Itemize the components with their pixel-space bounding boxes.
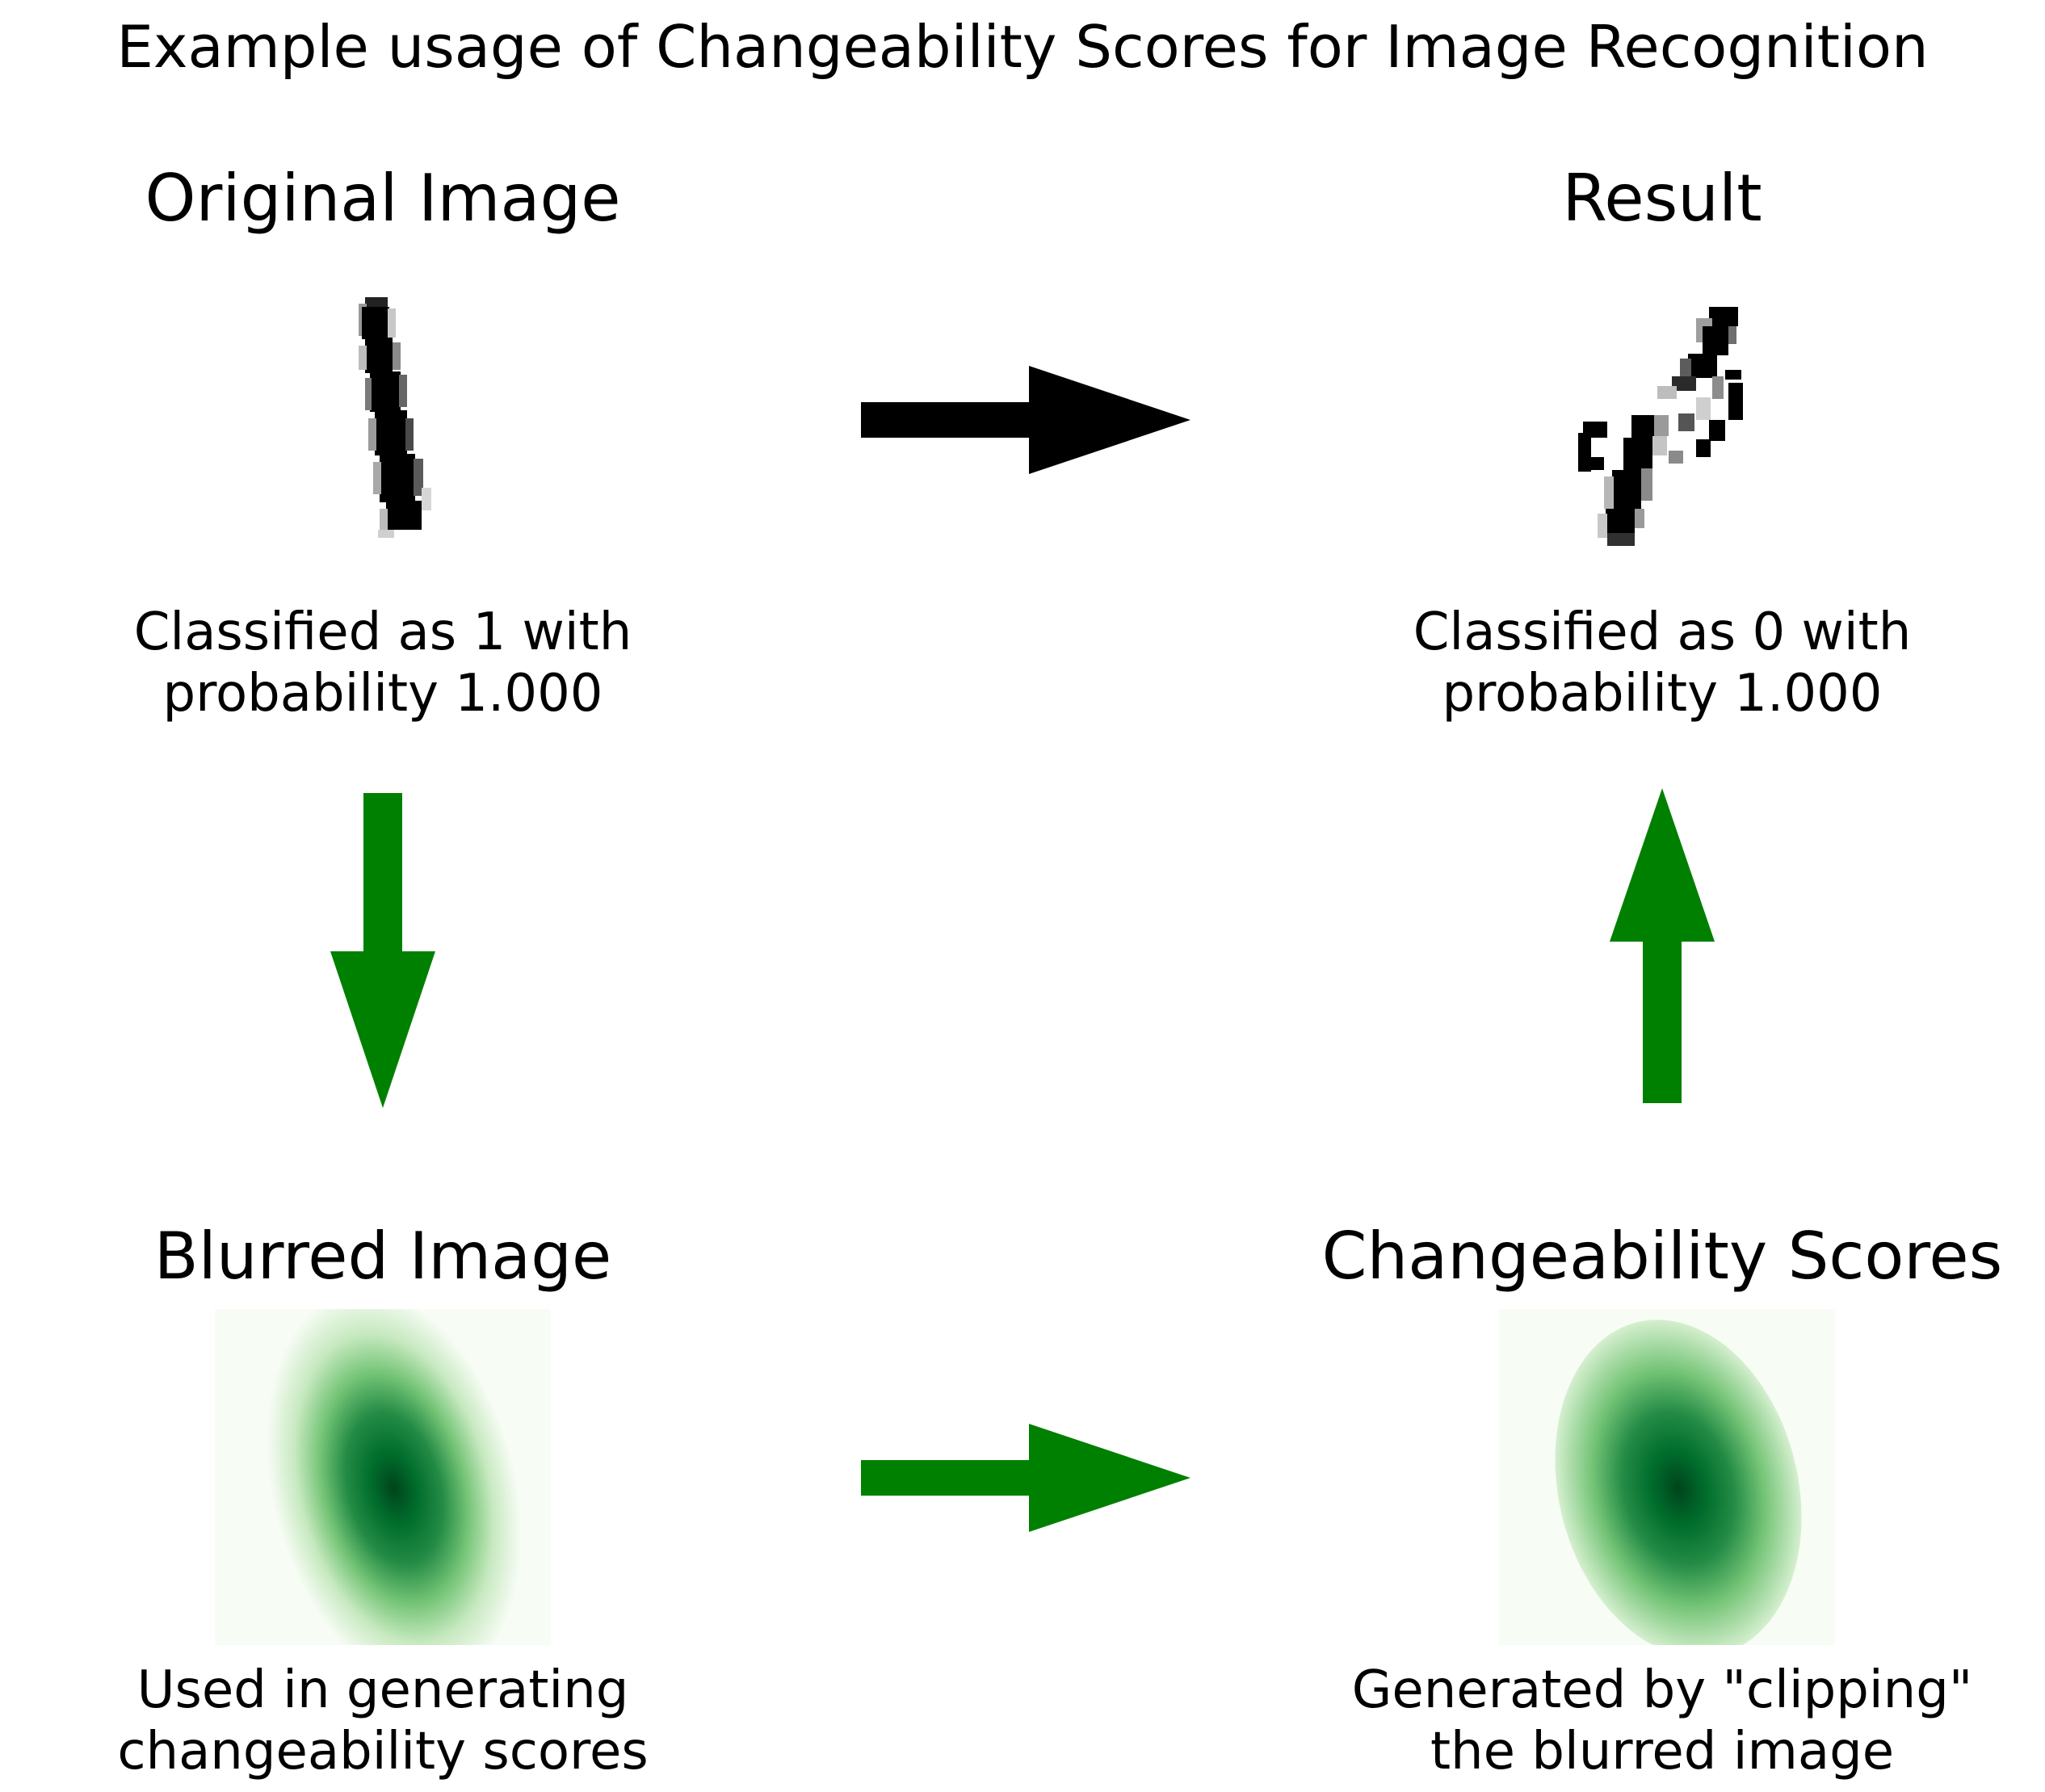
result-digit-image <box>1578 307 1743 546</box>
result-caption-line-2: probability 1.000 <box>1442 663 1883 724</box>
blurred-caption-line-2: changeability scores <box>117 1721 649 1782</box>
scores-caption-line-1: Generated by "clipping" <box>1351 1660 1973 1720</box>
scores-caption: Generated by "clipping" the blurred imag… <box>1352 1660 1973 1782</box>
original-digit-image <box>359 297 431 538</box>
original-caption-line-2: probability 1.000 <box>162 663 603 724</box>
result-heading: Result <box>1562 161 1762 236</box>
original-caption-line-1: Classified as 1 with <box>133 602 632 662</box>
result-caption-line-1: Classified as 0 with <box>1413 602 1912 662</box>
arrow-original-to-blurred <box>330 793 435 1108</box>
figure-title: Example usage of Changeability Scores fo… <box>116 13 1929 81</box>
scores-caption-line-2: the blurred image <box>1430 1721 1895 1782</box>
result-caption: Classified as 0 with probability 1.000 <box>1413 602 1912 724</box>
arrow-scores-to-result <box>1610 788 1715 1103</box>
blurred-caption-line-1: Used in generating <box>136 1660 629 1720</box>
changeability-scores-heading: Changeability Scores <box>1321 1219 2003 1294</box>
original-image-caption: Classified as 1 with probability 1.000 <box>134 602 632 724</box>
arrow-blurred-to-scores <box>861 1424 1190 1532</box>
blurred-image-heading: Blurred Image <box>153 1219 612 1294</box>
arrow-original-to-result <box>861 366 1190 474</box>
blurred-image-caption: Used in generating changeability scores <box>117 1660 648 1782</box>
blurred-image <box>215 1309 551 1645</box>
original-image-heading: Original Image <box>145 161 621 236</box>
changeability-scores-image <box>1499 1309 1835 1645</box>
